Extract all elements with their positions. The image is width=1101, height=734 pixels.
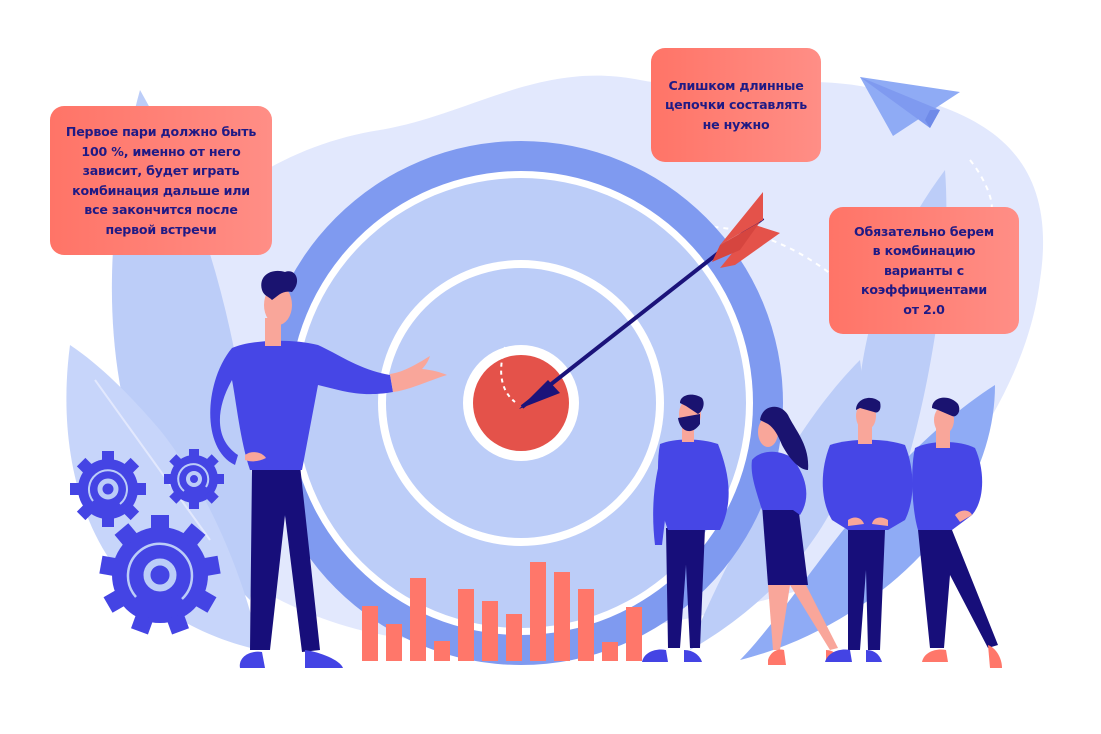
person-man-center xyxy=(822,397,913,662)
gear-icon-large xyxy=(99,515,221,635)
bar-4 xyxy=(434,641,450,661)
paper-plane-icon xyxy=(860,77,960,136)
callout-odds-text: Обязательно берем в комбинацию варианты … xyxy=(854,223,994,317)
callout-first-bet-text: Первое пари должно быть 100 %, именно от… xyxy=(65,124,257,237)
bar-12 xyxy=(626,607,642,661)
bar-9 xyxy=(554,572,570,661)
arrow-fletch-top xyxy=(720,192,763,245)
bar-6 xyxy=(482,601,498,661)
bar-11 xyxy=(602,642,618,661)
gear-icon-small-right xyxy=(164,449,224,509)
leaf-vein-left xyxy=(94,379,211,541)
presenter-hand-hip xyxy=(245,452,266,462)
bar-3 xyxy=(410,578,426,661)
arrow-fletch-bottom xyxy=(720,225,780,268)
callout-long-chains: Слишком длинные цепочки составлять не ну… xyxy=(651,48,821,162)
arrow-icon xyxy=(519,192,780,409)
callout-first-bet: Первое пари должно быть 100 %, именно от… xyxy=(50,106,272,255)
presenter-neck xyxy=(265,318,281,346)
presenter-pants xyxy=(250,465,320,652)
arrow-fletch-mid xyxy=(712,222,760,262)
bar-10 xyxy=(578,589,594,661)
callout-long-chains-text: Слишком длинные цепочки составлять не ну… xyxy=(665,77,807,132)
gear-icon-small-left xyxy=(70,451,146,527)
bar-5 xyxy=(458,589,474,661)
presenter-hair xyxy=(261,270,298,300)
callout-odds: Обязательно берем в комбинацию варианты … xyxy=(829,207,1019,334)
person-bearded xyxy=(642,394,729,662)
arrow-head xyxy=(519,380,560,409)
bar-7 xyxy=(506,614,522,661)
bar-1 xyxy=(362,606,378,661)
person-presenter xyxy=(210,270,447,668)
gears xyxy=(70,449,224,635)
presenter-shirt xyxy=(210,340,393,470)
decorative-bar-chart xyxy=(362,562,642,661)
trajectory-inner xyxy=(500,346,516,403)
team-group xyxy=(642,394,1002,668)
presenter-shoe-left xyxy=(239,651,265,668)
bullseye xyxy=(473,355,569,451)
presenter-shoe-right xyxy=(305,650,343,668)
bar-8 xyxy=(530,562,546,661)
bar-2 xyxy=(386,624,402,661)
presenter-hand xyxy=(390,356,447,392)
person-man-right xyxy=(912,397,1002,668)
target xyxy=(259,141,783,665)
